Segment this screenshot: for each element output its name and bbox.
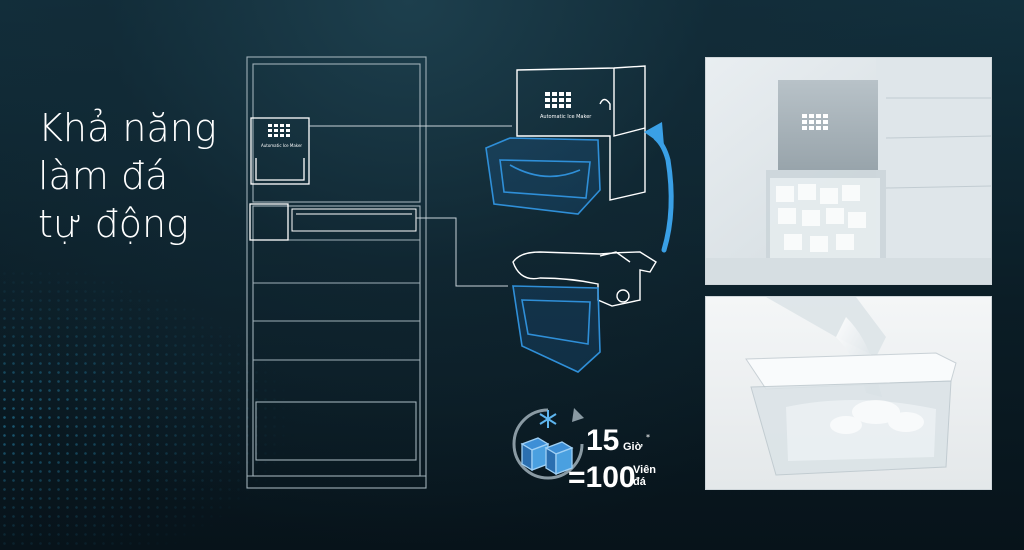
headline: Khả năng làm đá tự động [38,104,217,248]
cubes-unit: Viên đá [633,464,656,488]
cubes-value: =100 [568,461,636,494]
lower-ice-maker-unit [512,251,657,307]
headline-line-1: Khả năng [38,106,217,150]
headline-line-2: làm đá [38,154,169,198]
hours-unit: Giờ [623,441,643,453]
cubes-unit-line-1: Viên [633,464,657,476]
footnote-mark: * [646,433,650,442]
fridge-panel-grid-icon [268,124,290,137]
connector-line-lower [416,217,508,287]
upper-water-tray [485,137,601,215]
transfer-arrow-head [644,122,664,146]
cubes-unit-line-2: đá [633,476,646,488]
ice-production-stat: 15 Giờ * =100 Viên đá [508,404,678,494]
transfer-arrow [653,135,674,253]
upper-ice-maker-unit [516,65,646,201]
headline-line-3: tự động [38,202,189,246]
lower-water-tray [512,285,601,373]
photo-ice-maker-in-fridge [705,57,992,285]
photo-water-pouring [705,296,992,490]
fridge-panel-label: Automatic Ice Maker [261,143,302,148]
fridge-ice-maker-panel [249,117,417,241]
upper-unit-grid-icon [545,92,571,108]
upper-unit-label: Automatic Ice Maker [540,114,592,120]
dot-pattern [0,260,300,550]
hours-value: 15 [586,424,620,457]
snowflake-ice-cubes-icon [512,408,584,480]
fridge-outline [246,56,427,489]
